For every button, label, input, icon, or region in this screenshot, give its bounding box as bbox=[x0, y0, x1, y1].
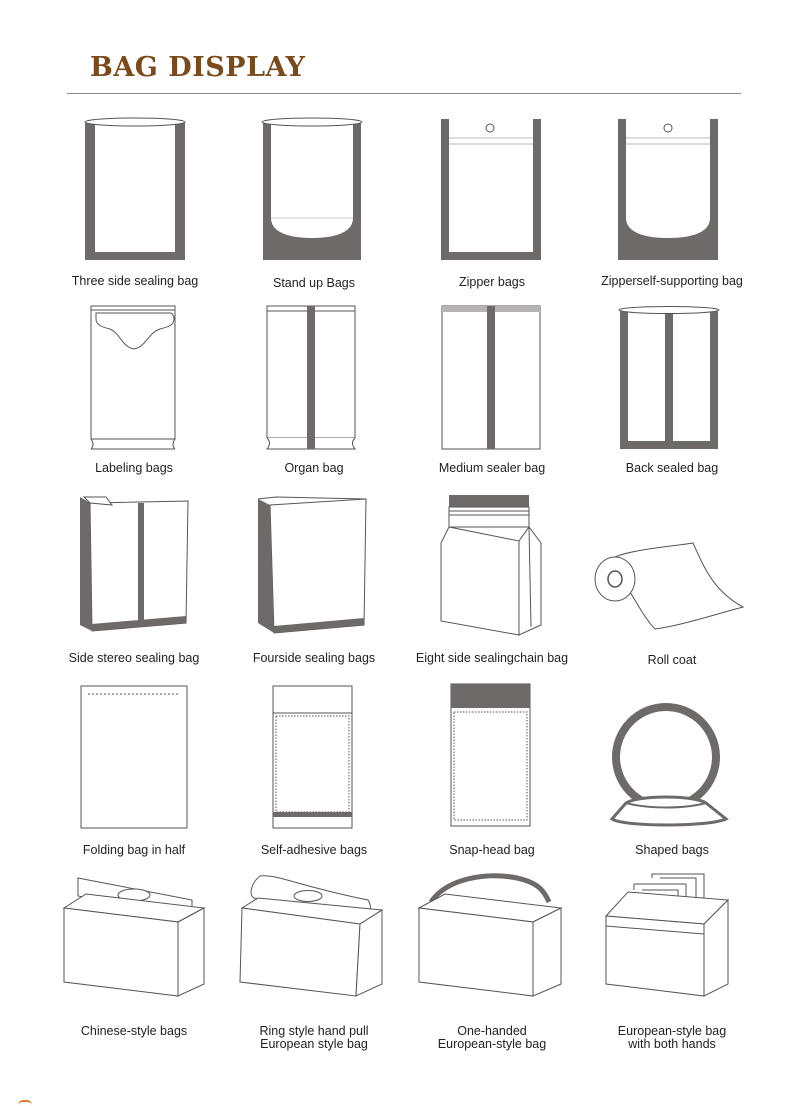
medium-sealer-bag-icon bbox=[441, 305, 541, 451]
caption-fourside-sealing: Fourside sealing bags bbox=[252, 651, 376, 665]
snap-head-bag-icon bbox=[450, 683, 532, 829]
one-handed-european-bag-icon bbox=[417, 872, 565, 1000]
title-divider bbox=[67, 93, 741, 94]
caption-shaped: Shaped bags bbox=[635, 843, 709, 857]
caption-ring-style-hand-pull-line2: European style bag bbox=[260, 1037, 368, 1051]
caption-eight-side-sealing-chain: Eight side sealingchain bag bbox=[415, 651, 569, 665]
folding-bag-in-half-icon bbox=[80, 685, 190, 831]
back-sealed-bag-icon bbox=[617, 305, 721, 451]
caption-zipper: Zipper bags bbox=[458, 275, 525, 289]
european-both-hands-bag-icon bbox=[604, 872, 734, 1000]
caption-snap-head: Snap-head bag bbox=[449, 843, 535, 857]
caption-one-handed: One-handed bbox=[457, 1024, 527, 1038]
stand-up-bag-icon bbox=[260, 116, 366, 262]
caption-ring-style-hand-pull: Ring style hand pull bbox=[259, 1024, 369, 1038]
roll-coat-icon bbox=[593, 535, 747, 635]
fourside-sealing-bag-icon bbox=[256, 495, 368, 641]
labeling-bag-icon bbox=[88, 305, 182, 451]
ring-style-hand-pull-bag-icon bbox=[238, 872, 386, 1000]
caption-self-adhesive: Self-adhesive bags bbox=[260, 843, 368, 857]
chinese-style-bag-icon bbox=[62, 872, 208, 1000]
three-side-sealing-bag-icon bbox=[84, 116, 188, 262]
self-adhesive-bag-icon bbox=[272, 685, 354, 831]
shaped-bag-icon bbox=[608, 703, 732, 829]
organ-bag-icon bbox=[265, 305, 360, 451]
caption-one-handed-line2: European-style bag bbox=[437, 1037, 547, 1051]
page-corner-mark bbox=[18, 1100, 32, 1105]
caption-chinese-style: Chinese-style bags bbox=[80, 1024, 188, 1038]
page-title: BAG DISPLAY bbox=[90, 52, 306, 83]
side-stereo-sealing-bag-icon bbox=[78, 495, 190, 641]
caption-back-sealed: Back sealed bag bbox=[625, 461, 719, 475]
caption-zipper-self-supporting: Zipperself-supporting bag bbox=[601, 274, 743, 288]
caption-european-both-hands-line2: with both hands bbox=[628, 1037, 716, 1051]
caption-labeling: Labeling bags bbox=[95, 461, 173, 475]
caption-three-side-sealing: Three side sealing bag bbox=[71, 274, 199, 288]
caption-folding-half: Folding bag in half bbox=[82, 843, 186, 857]
caption-european-both-hands: European-style bag bbox=[617, 1024, 727, 1038]
caption-stand-up: Stand up Bags bbox=[272, 276, 355, 290]
caption-organ: Organ bag bbox=[284, 461, 344, 475]
zipper-bag-icon bbox=[440, 116, 544, 262]
zipper-self-supporting-bag-icon bbox=[617, 116, 721, 262]
eight-side-sealing-chain-bag-icon bbox=[439, 493, 545, 639]
caption-roll-coat: Roll coat bbox=[647, 653, 697, 667]
caption-medium-sealer: Medium sealer bag bbox=[438, 461, 546, 475]
caption-side-stereo-sealing: Side stereo sealing bag bbox=[68, 651, 200, 665]
